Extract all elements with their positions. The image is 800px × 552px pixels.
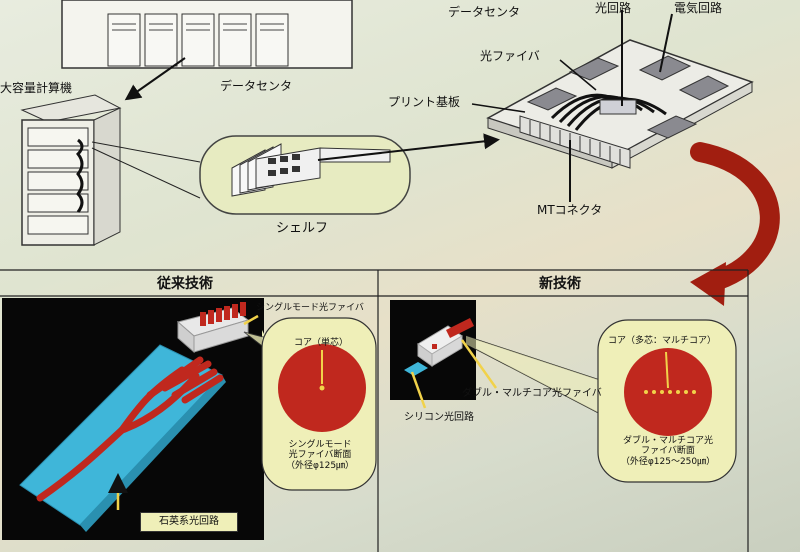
mt-connector-label: MTコネクタ <box>537 203 603 217</box>
fiber-connector-block <box>176 302 250 354</box>
single-mode-cross-section-label: シングルモード 光ファイバ断面 （外径φ125㎛） <box>285 440 355 471</box>
datacenter-label: データセンタ <box>220 79 293 93</box>
new-tech-photo <box>390 300 476 400</box>
optical-circuit-label: 光回路 <box>595 1 632 15</box>
multi-core-label: コア（多芯：マルチコア） <box>608 336 717 346</box>
transition-arrow <box>690 142 780 306</box>
shelf-callout <box>199 135 411 215</box>
double-multicore-fiber-label: ダブル・マルチコア光ファイバ <box>462 388 602 399</box>
supercomputer-label: 大容量計算機 <box>0 81 73 95</box>
pcb-label: プリント基板 <box>388 95 461 109</box>
datacenter-label-top: データセンタ <box>448 5 521 19</box>
optical-fiber-label: 光ファイバ <box>480 49 540 63</box>
multicore-cross-section-label: ダブル・マルチコア光 ファイバ断面 （外径φ125～250㎛） <box>620 436 716 467</box>
comparison-table-frame <box>0 269 749 552</box>
datacenter-racks <box>61 0 353 69</box>
multicore-cross-section <box>597 319 737 483</box>
new-tech-heading: 新技術 <box>539 276 581 292</box>
conventional-heading: 従来技術 <box>157 276 213 292</box>
conventional-photo <box>2 298 264 540</box>
shelf-label: シェルフ <box>276 221 329 236</box>
single-core-label: コア（単芯） <box>294 338 349 348</box>
quartz-circuit-tag: 石英系光回路 <box>140 512 238 532</box>
single-mode-cross-section <box>261 317 377 491</box>
single-mode-fiber-label: シングルモード光ファイバ <box>256 303 364 313</box>
silicon-circuit-label: シリコン光回路 <box>404 412 474 423</box>
supercomputer-cabinet <box>20 94 122 246</box>
electrical-circuit-label: 電気回路 <box>674 1 723 15</box>
